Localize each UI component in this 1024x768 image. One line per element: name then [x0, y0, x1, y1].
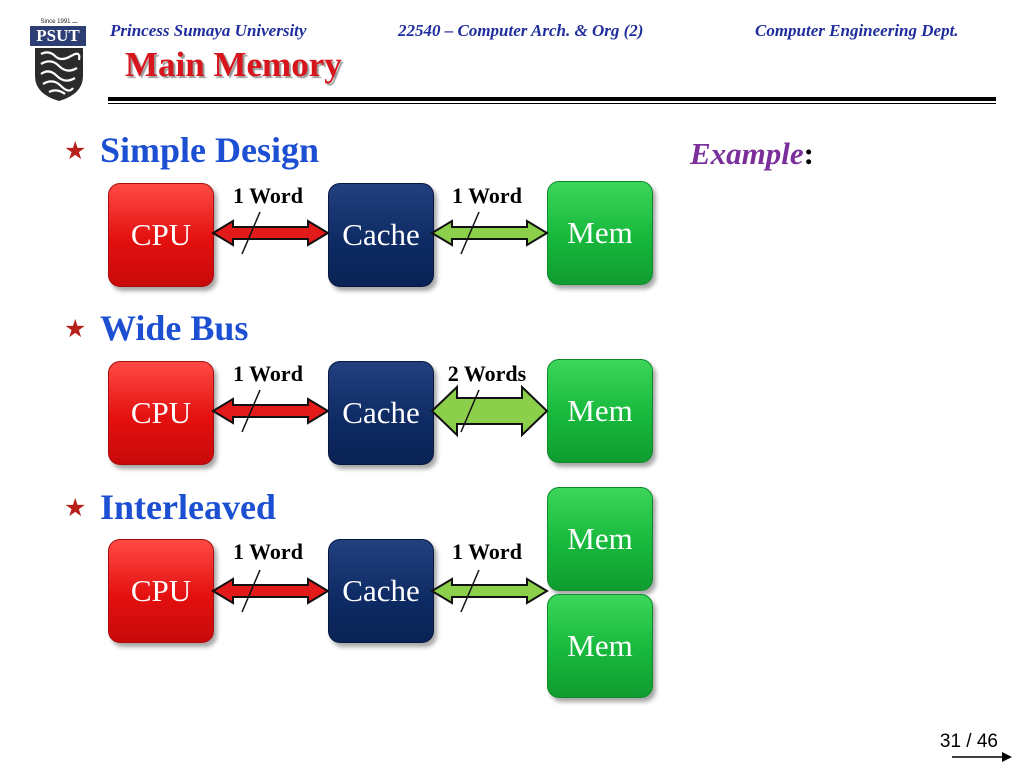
mem-box: Mem [547, 181, 653, 285]
cache-mem-arrow [430, 577, 549, 605]
cpu-box: CPU [108, 183, 214, 287]
header-course: 22540 – Computer Arch. & Org (2) [398, 21, 644, 40]
bus-slash-icon [241, 211, 261, 255]
mem-label: Mem [567, 393, 633, 428]
section-heading-simple: Simple Design [100, 130, 320, 170]
star-icon: ★ [64, 495, 87, 522]
section-heading-interleaved: Interleaved [100, 487, 276, 527]
example-text: Example [690, 136, 804, 171]
section-heading-wide: Wide Bus [100, 308, 249, 348]
cpu-label: CPU [130, 573, 192, 608]
logo-emblem-icon [35, 48, 83, 101]
cache-mem-arrow [430, 219, 549, 247]
link-label-cache-mem: 2 Words [447, 361, 527, 386]
page-number: 31 / 46 [939, 731, 998, 752]
bus-slash-icon [460, 389, 480, 433]
link-label-cpu-cache: 1 Word [233, 361, 303, 386]
cache-box: Cache [328, 183, 434, 287]
cpu-cache-arrow [211, 397, 330, 425]
cpu-label: CPU [130, 395, 192, 430]
bus-slash-icon [241, 569, 261, 613]
logo-text: PSUT [30, 26, 86, 46]
mem-label: Mem [567, 628, 633, 663]
cpu-box: CPU [108, 361, 214, 465]
psut-logo: Since 1991 ـــ PSUT [28, 18, 90, 104]
cpu-cache-arrow [211, 577, 330, 605]
link-label-cpu-cache: 1 Word [233, 183, 303, 208]
cache-label: Cache [342, 573, 420, 608]
cache-box: Cache [328, 539, 434, 643]
logo-since: Since 1991 ـــ [40, 19, 78, 25]
star-icon: ★ [64, 138, 87, 165]
cpu-box: CPU [108, 539, 214, 643]
header-rule-thick [108, 97, 996, 101]
example-label: Example: [690, 136, 814, 172]
cache-box: Cache [328, 361, 434, 465]
cpu-label: CPU [130, 217, 192, 252]
star-icon: ★ [64, 316, 87, 343]
cache-label: Cache [342, 395, 420, 430]
cache-label: Cache [342, 217, 420, 252]
cpu-cache-arrow [211, 219, 330, 247]
example-colon: : [803, 136, 814, 171]
link-label-cache-mem: 1 Word [452, 183, 522, 208]
mem-box: Mem [547, 594, 653, 698]
slide-title: Main Memory [125, 45, 342, 84]
link-label-cache-mem: 1 Word [452, 539, 522, 564]
mem-label: Mem [567, 215, 633, 250]
mem-label: Mem [567, 521, 633, 556]
header-university: Princess Sumaya University [110, 21, 307, 40]
link-label-cpu-cache: 1 Word [233, 539, 303, 564]
bus-slash-icon [460, 211, 480, 255]
header-rule-thin [108, 103, 996, 104]
cache-mem-wide-arrow [430, 384, 549, 438]
mem-box: Mem [547, 487, 653, 591]
mem-box: Mem [547, 359, 653, 463]
bus-slash-icon [241, 389, 261, 433]
header-department: Computer Engineering Dept. [755, 21, 959, 40]
bus-slash-icon [460, 569, 480, 613]
